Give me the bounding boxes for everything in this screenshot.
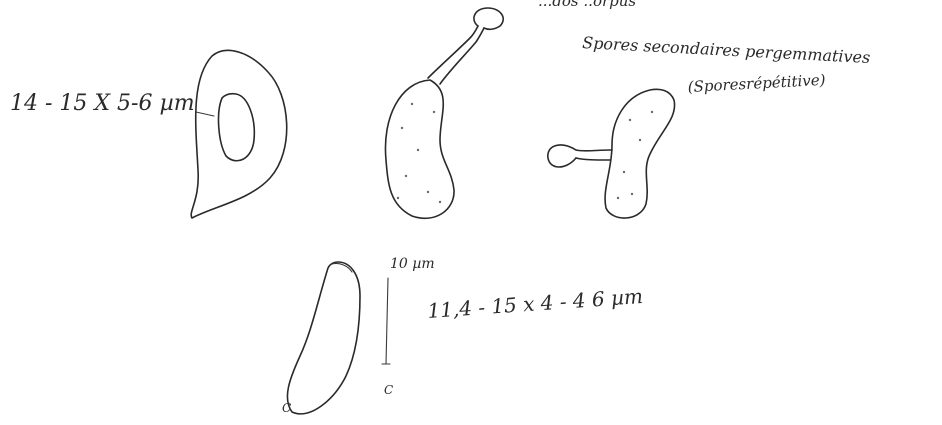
germinating-spore-right xyxy=(548,89,675,218)
germinating-spore-middle xyxy=(385,8,503,218)
small-spore: C xyxy=(282,262,360,415)
scale-bar: 10 µm C xyxy=(382,256,435,397)
large-spore-measurement: 14 - 15 X 5-6 µm xyxy=(10,91,195,116)
top-partial-text: ...dos ..orpus xyxy=(538,0,636,10)
small-spore-measurement: 11,4 - 15 x 4 - 4 6 µm xyxy=(427,284,644,323)
small-spore-c-label: C xyxy=(282,401,291,415)
scale-bar-label: 10 µm xyxy=(390,256,435,272)
large-spore xyxy=(191,50,287,218)
repetitive-spores-label: (Sporesrépétitive) xyxy=(687,71,826,96)
scale-bar-c-label: C xyxy=(384,383,393,397)
secondary-spores-label: Spores secondaires pergemmatives xyxy=(582,33,871,67)
